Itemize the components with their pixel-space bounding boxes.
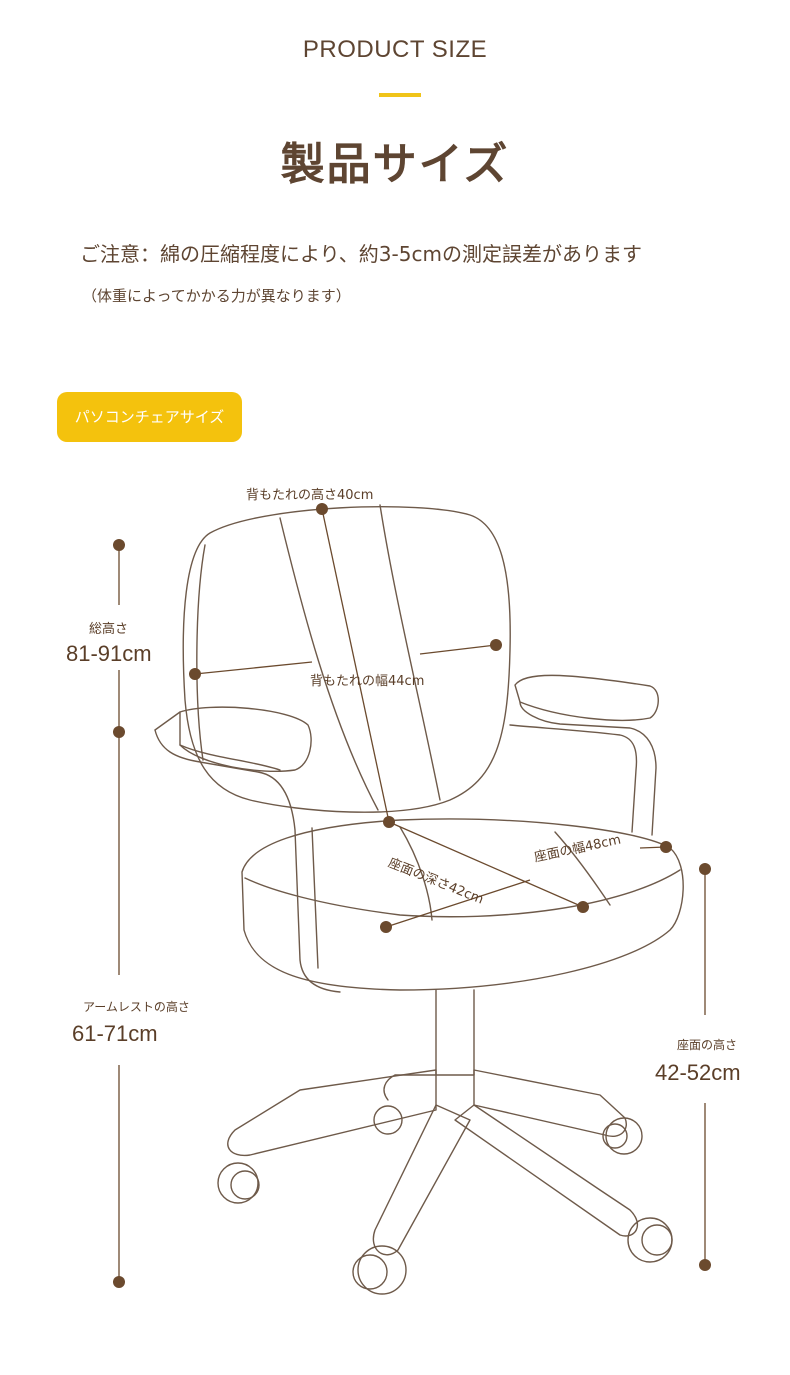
seat-height-value: 42-52cm [655,1060,741,1085]
floor-dot-left [113,1276,125,1288]
armrest-top-dot [113,726,125,738]
page-title: 製品サイズ [280,139,510,190]
armrest-height-value: 61-71cm [72,1021,158,1046]
seat-width-right-dot [660,841,672,853]
total-height-top-dot [113,539,125,551]
seat-depth-line [388,821,584,908]
seat-height-label: 座面の高さ [677,1038,738,1052]
backrest-width-line-left [194,661,313,675]
backrest-height-label: 背もたれの高さ40cm [246,488,374,503]
backrest-width-right-dot [490,639,502,651]
backrest-width-left-dot [189,668,201,680]
measurement-note: ご注意：綿の圧縮程度により、約3-5cmの測定誤差があります [80,242,642,266]
chair-outline [154,504,684,1295]
seat-depth-front-dot [577,901,589,913]
chair-size-badge: パソコンチェアサイズ [57,392,242,442]
total-height-label: 総高さ [89,622,129,637]
armrest-height-label: アームレストの高さ [83,1000,190,1014]
backrest-height-line [321,508,390,823]
total-height-value: 81-91cm [66,641,152,666]
section-eyebrow: PRODUCT SIZE [302,36,488,63]
seat-width-left-dot [380,921,392,933]
backrest-width-line-right [419,644,497,655]
backrest-height-top-dot [316,503,328,515]
dimension-lines [113,503,711,1288]
seat-height-top-dot [699,863,711,875]
backrest-width-label: 背もたれの幅44cm [310,674,425,689]
seat-width-line-left [385,879,531,928]
floor-dot-right [699,1259,711,1271]
measurement-subnote: （体重によってかかる力が異なります） [82,287,351,305]
accent-bar [379,93,421,97]
